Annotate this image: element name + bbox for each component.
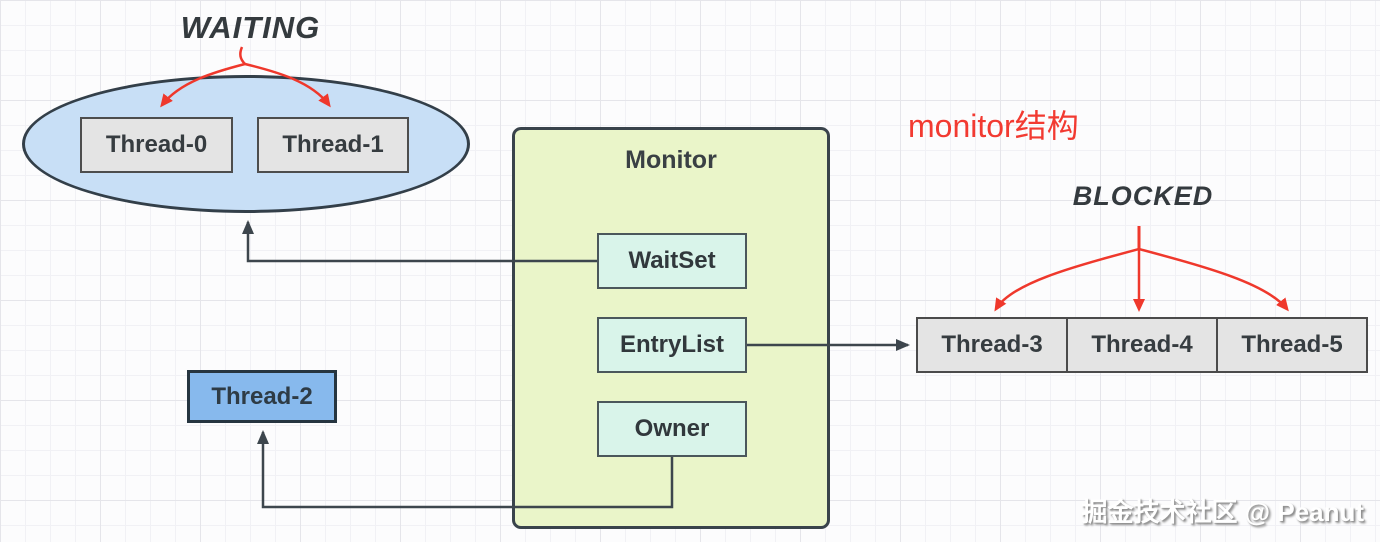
waiting-state-label: WAITING xyxy=(180,10,321,45)
blocked-threads-row: Thread-3 Thread-4 Thread-5 xyxy=(916,317,1368,373)
thread-1-box: Thread-1 xyxy=(257,117,409,173)
thread-2-box: Thread-2 xyxy=(187,370,337,423)
monitor-title: Monitor xyxy=(625,146,717,174)
waiting-fork-stub xyxy=(239,46,246,65)
monitor-annotation: monitor结构 xyxy=(908,108,1079,144)
watermark: 掘金技术社区 @ Peanut xyxy=(1081,497,1364,527)
waitset-slot: WaitSet xyxy=(597,233,747,289)
thread-0-box: Thread-0 xyxy=(80,117,233,173)
owner-slot: Owner xyxy=(597,401,747,457)
blocked-fork-left xyxy=(994,247,1140,312)
blocked-fork-right xyxy=(1138,247,1289,312)
thread-3-box: Thread-3 xyxy=(941,331,1043,358)
blocked-state-label: BLOCKED xyxy=(1072,181,1214,211)
thread-4-box: Thread-4 xyxy=(1066,319,1216,371)
thread-5-box: Thread-5 xyxy=(1216,319,1366,371)
entrylist-slot: EntryList xyxy=(597,317,747,373)
